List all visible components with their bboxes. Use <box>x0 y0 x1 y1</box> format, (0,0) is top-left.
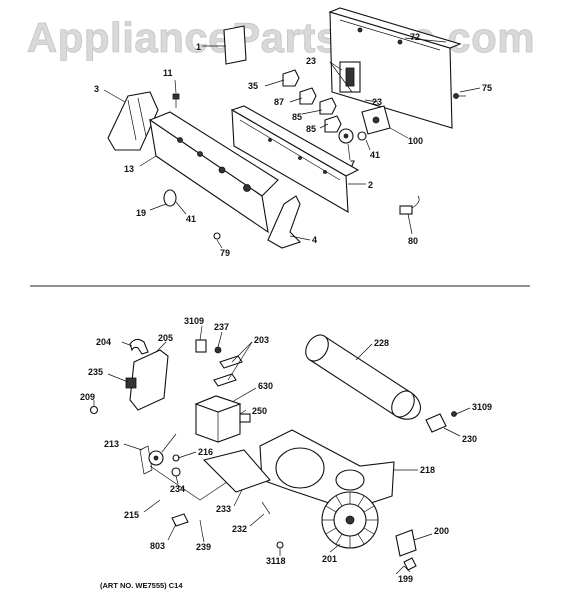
callout-72: 72 <box>410 32 420 42</box>
callout-213: 213 <box>104 439 119 449</box>
callout-199: 199 <box>398 574 413 584</box>
callout-75: 75 <box>482 83 492 93</box>
callout-215: 215 <box>124 510 139 520</box>
callout-216: 216 <box>198 447 213 457</box>
callout-79: 79 <box>220 248 230 258</box>
callout-87: 87 <box>274 97 284 107</box>
callout-630: 630 <box>258 381 273 391</box>
callout-13: 13 <box>124 164 134 174</box>
part-203-clips <box>213 355 243 387</box>
callout-237: 237 <box>214 322 229 332</box>
callout-4: 4 <box>312 235 317 245</box>
part-19-knob <box>163 189 177 207</box>
part-idler-assembly <box>139 433 231 501</box>
part-3109-screw-right <box>451 411 457 417</box>
callout-23-right: 23 <box>372 97 382 107</box>
part-3118-screw <box>276 541 284 549</box>
callout-200: 200 <box>434 526 449 536</box>
part-803-clip <box>171 513 189 527</box>
callout-41-left: 41 <box>186 214 196 224</box>
part-11-screw <box>172 93 180 108</box>
part-228-duct <box>305 334 422 420</box>
part-3-end-cap <box>107 91 159 151</box>
callout-209: 209 <box>80 392 95 402</box>
control-panel-assembly <box>107 7 466 249</box>
callout-100: 100 <box>408 136 423 146</box>
callout-239: 239 <box>196 542 211 552</box>
leader-lines-top <box>103 37 481 249</box>
callout-228: 228 <box>374 338 389 348</box>
callout-230: 230 <box>462 434 477 444</box>
callout-19: 19 <box>136 208 146 218</box>
callout-7: 7 <box>350 159 355 169</box>
part-209-screw <box>89 405 99 415</box>
blower-assembly <box>89 334 457 575</box>
callout-3109-right: 3109 <box>472 402 492 412</box>
part-13-front-panel <box>148 111 279 234</box>
callout-2: 2 <box>368 180 373 190</box>
callout-204: 204 <box>96 337 111 347</box>
part-230-thermostat <box>425 413 447 433</box>
callout-1: 1 <box>196 42 201 52</box>
part-233-base-plate <box>202 449 271 493</box>
callout-80: 80 <box>408 236 418 246</box>
watermark-logo: AppliancePartsPros.com <box>27 14 535 61</box>
callout-803: 803 <box>150 541 165 551</box>
part-2-channel <box>230 105 360 213</box>
part-85-switch-b <box>324 115 342 133</box>
callout-85-b: 85 <box>306 124 316 134</box>
part-85-switch-a <box>319 97 337 115</box>
part-100-timer <box>361 105 391 135</box>
part-1-label <box>223 25 247 65</box>
callout-235: 235 <box>88 367 103 377</box>
callouts-bottom: 3109 237 203 204 205 228 235 630 209 250… <box>80 316 492 584</box>
part-80-connector <box>399 195 420 215</box>
part-250-motor <box>194 395 251 443</box>
part-204-clip <box>129 338 149 355</box>
part-3109-thermostat <box>195 339 207 353</box>
part-232-screw <box>261 501 271 515</box>
part-75-screw <box>453 93 466 99</box>
part-79-screw <box>213 232 221 240</box>
art-number-note: (ART NO. WE7555) C14 <box>100 581 183 590</box>
callouts-top: 1 72 3 11 23 35 75 87 23 85 85 100 41 7 … <box>94 32 492 258</box>
part-72-backsplash <box>328 7 462 129</box>
callout-203: 203 <box>254 335 269 345</box>
callout-234: 234 <box>170 484 185 494</box>
callout-3118: 3118 <box>266 556 286 566</box>
callout-11: 11 <box>163 68 173 78</box>
part-87-switch <box>299 87 317 105</box>
part-218-housing <box>259 429 395 511</box>
part-4-bracket <box>267 195 302 249</box>
callout-205: 205 <box>158 333 173 343</box>
callout-41-right: 41 <box>370 150 380 160</box>
callout-3109-left: 3109 <box>184 316 204 326</box>
part-239-screw <box>199 519 203 533</box>
callout-233: 233 <box>216 504 231 514</box>
callout-3: 3 <box>94 84 99 94</box>
part-201-blower-wheel <box>321 491 379 549</box>
callout-35: 35 <box>248 81 258 91</box>
callout-85-a: 85 <box>292 112 302 122</box>
part-235-switch <box>125 377 137 389</box>
callout-232: 232 <box>232 524 247 534</box>
callout-23-top: 23 <box>306 56 316 66</box>
leader-lines-bottom <box>93 325 471 573</box>
part-41-knob <box>357 131 367 141</box>
part-237-screw <box>214 346 222 354</box>
callout-218: 218 <box>420 465 435 475</box>
part-205-bracket <box>129 349 169 411</box>
part-199-screw <box>395 557 417 575</box>
part-200-bracket <box>395 529 417 557</box>
part-35-switch <box>282 69 300 87</box>
callout-250: 250 <box>252 406 267 416</box>
callout-201: 201 <box>322 554 337 564</box>
